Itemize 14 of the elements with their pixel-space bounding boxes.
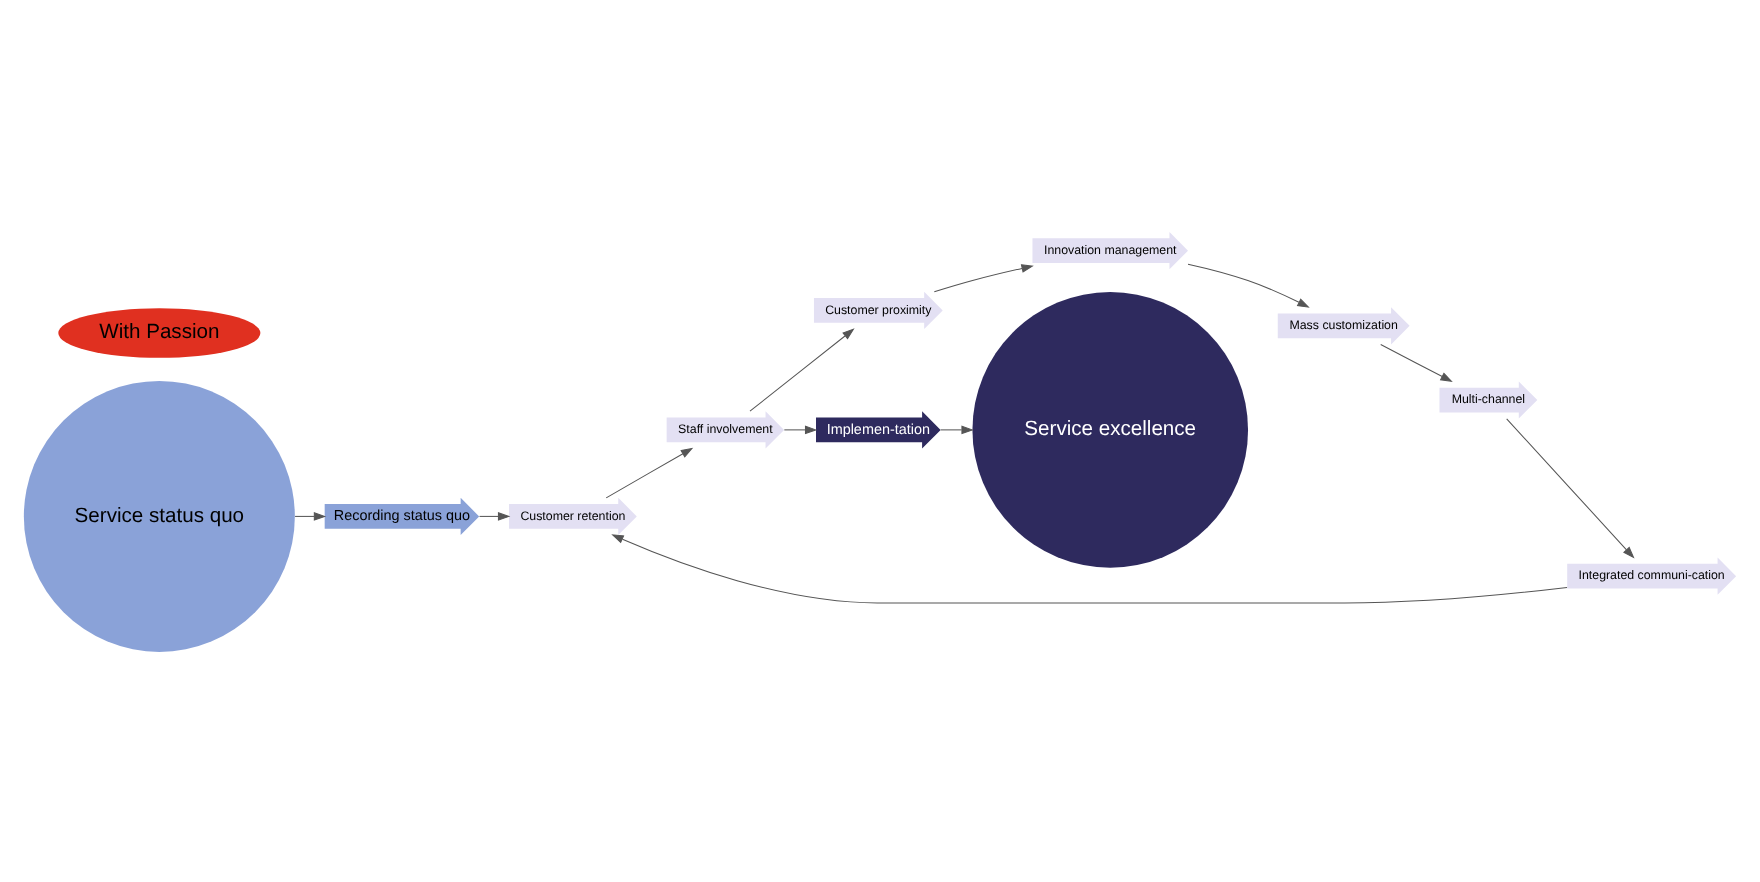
arrow	[294, 511, 327, 520]
node-ellipse: With Passion	[58, 307, 261, 357]
arrow	[605, 446, 694, 498]
arrow	[1380, 343, 1453, 382]
arrow	[611, 533, 1568, 603]
arrow	[933, 263, 1034, 292]
arrow	[783, 424, 818, 434]
node-circle: Service excellence	[972, 291, 1249, 567]
arrow	[479, 511, 511, 520]
arrow	[1506, 417, 1635, 558]
node-circle: Service status quo	[23, 379, 295, 651]
arrow	[940, 424, 974, 434]
arrow	[749, 327, 855, 411]
arrow	[1187, 262, 1310, 307]
